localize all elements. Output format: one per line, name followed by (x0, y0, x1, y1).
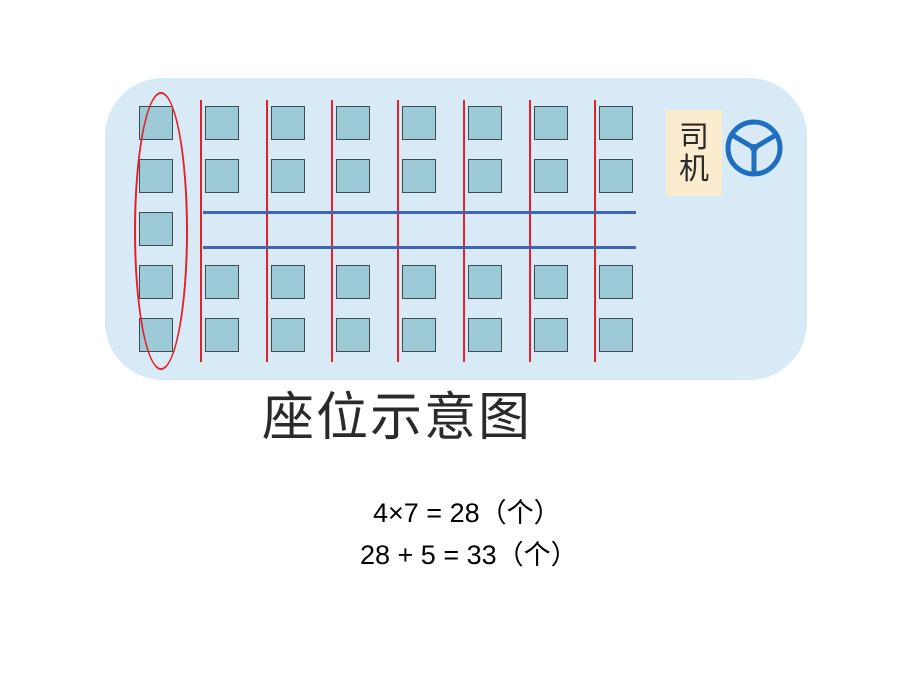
seat (271, 159, 305, 193)
column-divider (529, 100, 531, 362)
seat (336, 106, 370, 140)
seat (205, 318, 239, 352)
seat (271, 318, 305, 352)
seat (205, 265, 239, 299)
seat (534, 159, 568, 193)
seat (599, 265, 633, 299)
seat (534, 265, 568, 299)
driver-label-char-1: 司 (679, 120, 709, 155)
seat (271, 265, 305, 299)
aisle-line-lower (203, 246, 636, 249)
equation-line-2: 28 + 5 = 33（个） (360, 540, 578, 570)
seat (205, 159, 239, 193)
seat (402, 265, 436, 299)
seat (534, 318, 568, 352)
column-divider (266, 100, 268, 362)
seat (402, 106, 436, 140)
column-divider (463, 100, 465, 362)
column-divider (331, 100, 333, 362)
seat (336, 265, 370, 299)
equation-line-1: 4×7 = 28（个） (373, 498, 561, 528)
back-row-highlight (134, 92, 188, 370)
seat (599, 106, 633, 140)
seat (468, 159, 502, 193)
driver-label-char-2: 机 (679, 152, 709, 187)
seat (205, 106, 239, 140)
seat (468, 265, 502, 299)
driver-label: 司 机 (666, 110, 722, 196)
column-divider (397, 100, 399, 362)
seat (402, 159, 436, 193)
column-divider (200, 100, 202, 362)
seat (468, 106, 502, 140)
seat (534, 106, 568, 140)
steering-wheel-icon (725, 119, 783, 177)
aisle-line-upper (203, 211, 636, 214)
seat (402, 318, 436, 352)
seat (599, 318, 633, 352)
seat (336, 159, 370, 193)
seat (336, 318, 370, 352)
seat (599, 159, 633, 193)
column-divider (594, 100, 596, 362)
diagram-title: 座位示意图 (262, 388, 533, 448)
seat (468, 318, 502, 352)
seat (271, 106, 305, 140)
